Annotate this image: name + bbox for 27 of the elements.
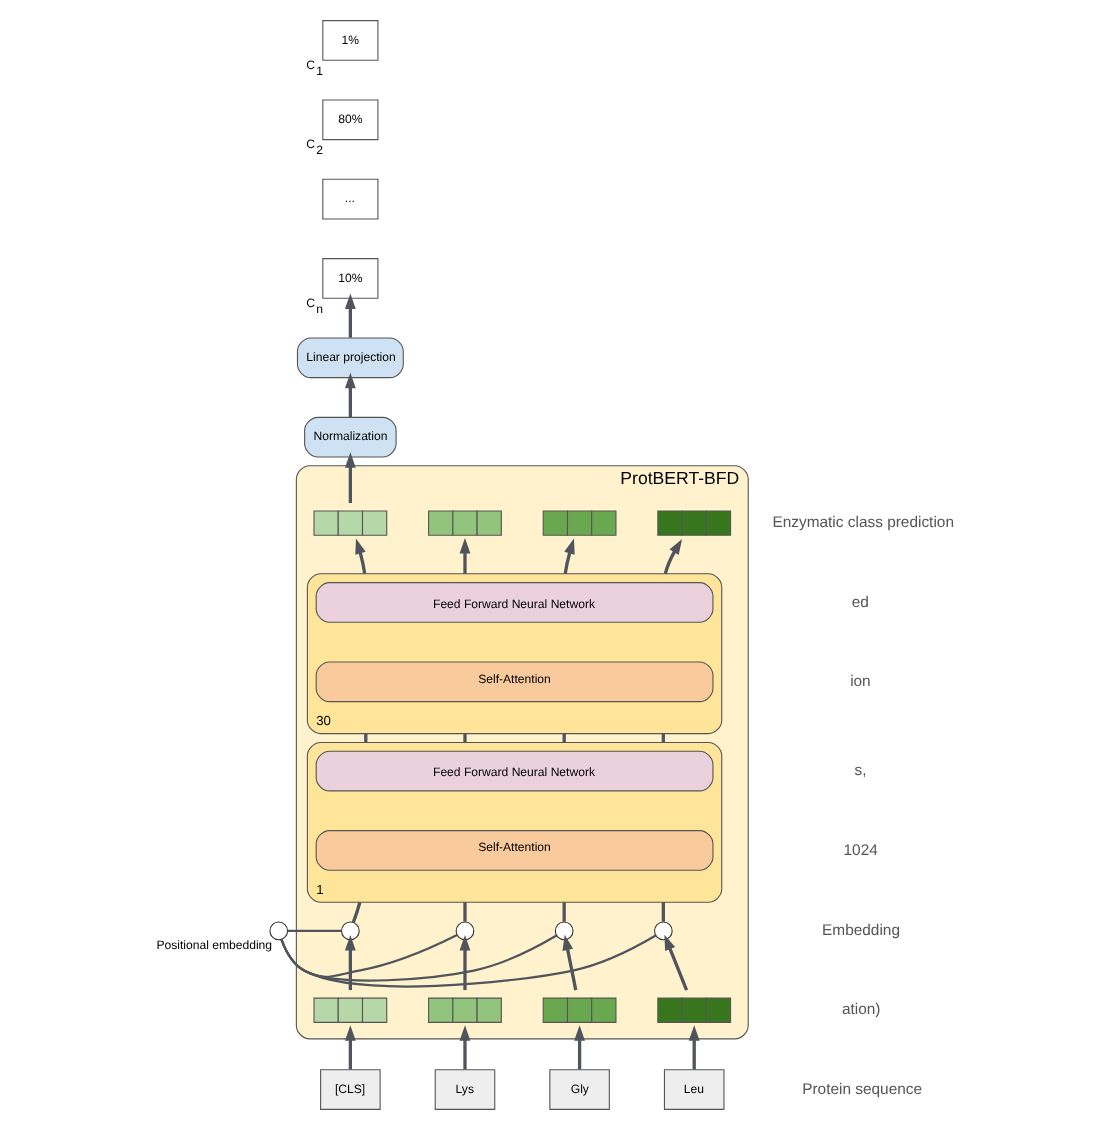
connector: [463, 733, 467, 743]
arrow: [344, 372, 356, 417]
connector: [287, 929, 342, 932]
arrow: [574, 1025, 585, 1070]
arrow: [459, 1025, 471, 1070]
arrow: [344, 1025, 356, 1070]
arrow: [459, 537, 471, 574]
connector: [562, 902, 566, 922]
node-circle: [654, 921, 673, 941]
connector: [661, 902, 665, 922]
arrow: [562, 934, 578, 991]
connector: [351, 901, 362, 923]
node-circle: [455, 921, 475, 941]
node-circle: [341, 921, 360, 941]
arrow: [344, 935, 356, 991]
arrow: [664, 934, 689, 991]
connector: [463, 902, 467, 922]
node-circle: [269, 921, 289, 941]
arrow: [663, 538, 683, 575]
arrow: [688, 1025, 700, 1070]
node-circle: [554, 921, 574, 941]
arrow: [459, 935, 471, 991]
arrow: [563, 538, 575, 575]
arrow: [344, 293, 356, 338]
connector: [280, 934, 657, 988]
arrow: [355, 538, 367, 575]
arrow: [344, 452, 356, 503]
